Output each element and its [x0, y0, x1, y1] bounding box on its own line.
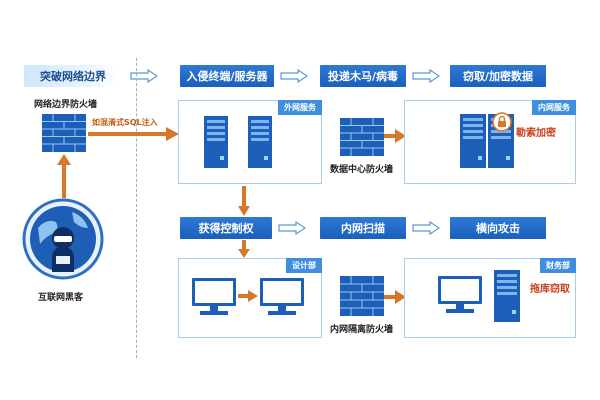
flow-arrow-icon	[412, 221, 440, 235]
firewall-icon	[340, 118, 384, 156]
datacenter-firewall-label: 数据中心防火墙	[330, 165, 394, 175]
stage-intranet-scan-label: 内网扫描	[341, 222, 385, 235]
lock-icon	[492, 112, 512, 132]
stage-lateral-attack-label: 横向攻击	[476, 222, 520, 235]
firewall-icon	[42, 114, 86, 152]
attack-flow-arrow-icon	[88, 127, 179, 141]
stage-intranet-scan: 内网扫描	[320, 217, 406, 239]
attack-down-arrow-icon	[238, 240, 250, 258]
intranet-service-tag: 内网服务	[532, 100, 576, 115]
zone-divider	[136, 58, 137, 358]
intranet-firewall-label: 内网隔离防火墙	[330, 325, 394, 335]
stage-steal-encrypt: 窃取/加密数据	[450, 65, 546, 87]
flow-arrow-icon	[412, 69, 440, 83]
finance-dept-panel: 财务部	[404, 258, 576, 338]
design-dept-tag: 设计部	[286, 258, 322, 273]
internet-hacker-label: 互联网黑客	[38, 293, 84, 303]
stage-lateral-attack: 横向攻击	[450, 217, 546, 239]
server-icon	[460, 114, 486, 168]
ransom-encrypt-label: 勒索加密	[516, 128, 556, 139]
attack-flow-arrow-icon	[384, 290, 406, 304]
sql-injection-label: 如混淆式SQL注入	[92, 118, 158, 127]
stage-gain-control: 获得控制权	[180, 217, 272, 239]
attack-down-arrow-icon	[238, 186, 250, 216]
attack-flow-arrow-icon	[238, 290, 258, 302]
attack-up-arrow-icon	[57, 154, 71, 198]
flow-arrow-icon	[130, 69, 158, 83]
server-icon	[248, 116, 272, 168]
server-icon	[204, 116, 228, 168]
stage-breach-perimeter-label: 突破网络边界	[40, 70, 106, 83]
flow-arrow-icon	[280, 69, 308, 83]
hacker-globe-icon	[22, 198, 104, 280]
external-service-tag: 外网服务	[278, 100, 322, 115]
stage-intrude-terminal-label: 入侵终端/服务器	[186, 70, 268, 83]
desktop-computer-icon	[260, 278, 304, 315]
stage-steal-encrypt-label: 窃取/加密数据	[462, 70, 534, 83]
stage-intrude-terminal: 入侵终端/服务器	[180, 65, 274, 87]
stage-deliver-trojan: 投递木马/病毒	[320, 65, 406, 87]
drag-steal-label: 拖库窃取	[530, 284, 570, 295]
desktop-computer-icon	[438, 276, 482, 313]
stage-gain-control-label: 获得控制权	[198, 222, 254, 235]
stage-breach-perimeter: 突破网络边界	[24, 65, 122, 87]
stage-deliver-trojan-label: 投递木马/病毒	[327, 70, 399, 83]
flow-arrow-icon	[278, 221, 306, 235]
perimeter-firewall-label: 网络边界防火墙	[34, 100, 98, 110]
firewall-icon	[340, 276, 384, 316]
server-icon	[494, 270, 520, 322]
attack-flow-arrow-icon	[384, 129, 406, 143]
finance-dept-tag: 财务部	[540, 258, 576, 273]
desktop-computer-icon	[192, 278, 236, 315]
